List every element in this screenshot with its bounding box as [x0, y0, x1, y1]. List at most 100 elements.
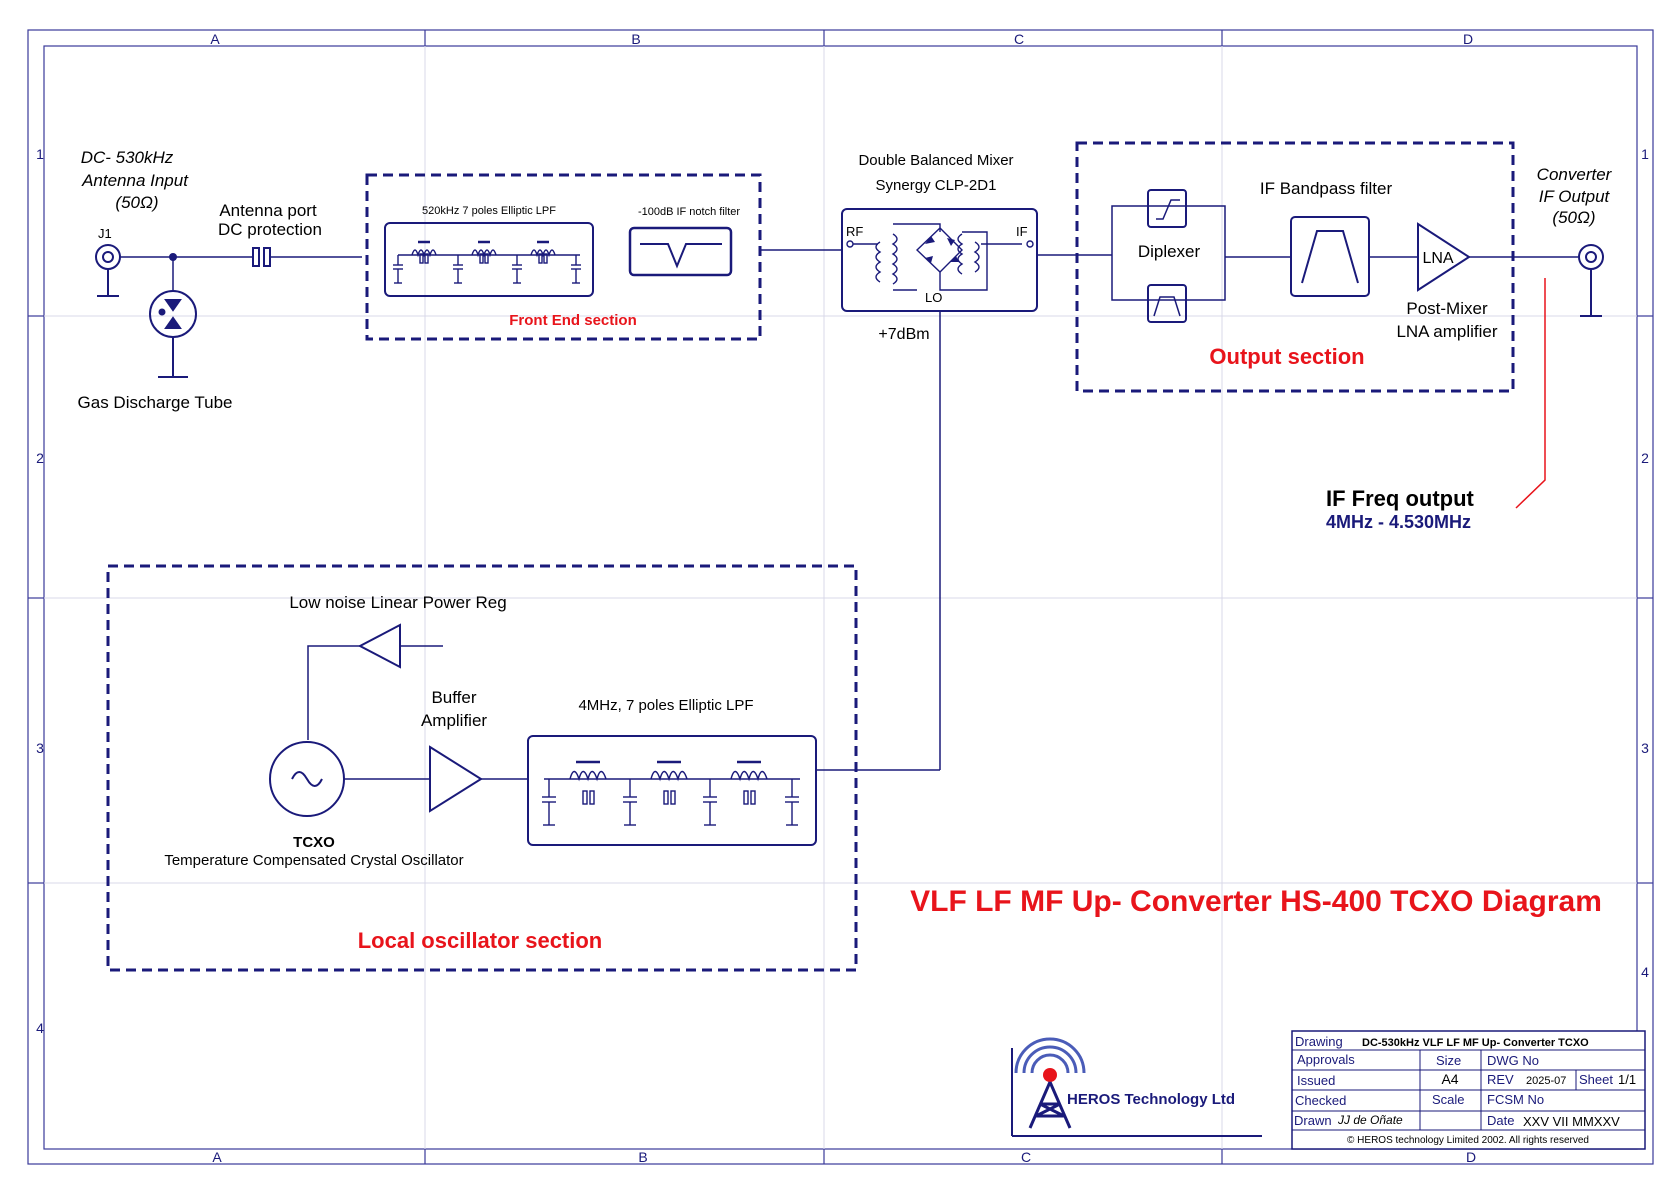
output-connector-icon [1578, 244, 1604, 317]
protection-line-1: Antenna port [219, 201, 317, 220]
if-freq-pointer-line [1515, 278, 1546, 509]
col-label-bottom-b: B [638, 1149, 647, 1165]
lo-feed-wire [816, 311, 941, 771]
dc-blocking-capacitor-icon [252, 247, 271, 267]
lna-description-line-1: Post-Mixer [1406, 299, 1488, 318]
tb-drawing-value: DC-530kHz VLF LF MF Up- Converter TCXO [1362, 1037, 1589, 1049]
heros-logo: HEROS Technology Ltd [1011, 1037, 1262, 1137]
sheet-border [27, 29, 1654, 1165]
row-label-right-3: 3 [1641, 740, 1649, 756]
row-label-left-1: 1 [36, 146, 44, 162]
input-signal-wiring [120, 256, 362, 291]
col-label-bottom-a: A [212, 1149, 222, 1165]
junction-dot [169, 253, 177, 261]
antenna-label-line-2: Antenna Input [81, 171, 189, 190]
logo-company-name: HEROS Technology Ltd [1067, 1091, 1235, 1108]
col-label-top-a: A [210, 31, 220, 47]
converter-output-line-3: (50Ω) [1552, 208, 1595, 227]
tb-copyright: © HEROS technology Limited 2002. All rig… [1347, 1135, 1589, 1146]
mixer-lo-port: LO [925, 290, 942, 305]
buffer-amplifier-icon [429, 745, 483, 813]
col-label-top-b: B [631, 31, 640, 47]
front-end-lpf-label: 520kHz 7 poles Elliptic LPF [422, 205, 556, 217]
lna-description-line-2: LNA amplifier [1396, 322, 1497, 341]
tb-size-label: Size [1436, 1053, 1461, 1068]
converter-output-line-2: IF Output [1539, 187, 1611, 206]
diplexer-block [1111, 189, 1226, 323]
protection-line-2: DC protection [218, 220, 322, 239]
tb-approvals: Approvals [1297, 1052, 1355, 1067]
input-connector-icon [95, 244, 121, 297]
title-block: Drawing Approvals Size DWG No Issued REV… [1291, 1030, 1646, 1150]
local-oscillator-section-frame [106, 564, 858, 972]
lna-label: LNA [1422, 250, 1453, 267]
power-regulator-icon [307, 623, 443, 740]
row-label-right-1: 1 [1641, 146, 1649, 162]
if-bandpass-filter-label: IF Bandpass filter [1260, 179, 1393, 198]
tb-scale-label: Scale [1432, 1092, 1465, 1107]
tb-rev-value: 2025-07 [1526, 1075, 1566, 1087]
tb-sheet-value: 1/1 [1618, 1072, 1636, 1087]
col-label-bottom-c: C [1021, 1149, 1031, 1165]
converter-output-line-1: Converter [1537, 165, 1613, 184]
col-label-bottom-d: D [1466, 1149, 1476, 1165]
row-label-left-3: 3 [36, 740, 44, 756]
lna-description: Post-Mixer LNA amplifier [1396, 299, 1497, 341]
gas-discharge-tube-icon [149, 290, 197, 378]
output-section-frame [1075, 141, 1515, 393]
tb-issued: Issued [1297, 1073, 1335, 1088]
row-label-right-2: 2 [1641, 450, 1649, 466]
notch-filter-block [628, 226, 733, 277]
col-label-top-c: C [1014, 31, 1024, 47]
mixer-label-line-2: Synergy CLP-2D1 [876, 177, 997, 194]
connector-ref-j1: J1 [98, 226, 112, 241]
if-freq-range: 4MHz - 4.530MHz [1326, 512, 1471, 532]
lo-lpf-block [527, 735, 817, 846]
front-end-section-frame [365, 173, 762, 341]
power-regulator-label: Low noise Linear Power Reg [289, 593, 506, 612]
antenna-input-label: DC- 530kHz Antenna Input (50Ω) [81, 148, 190, 212]
output-section-label: Output section [1209, 344, 1364, 369]
antenna-label-line-3: (50Ω) [115, 193, 158, 212]
tcxo-oscillator-icon [269, 741, 430, 817]
tcxo-description: Temperature Compensated Crystal Oscillat… [164, 852, 463, 869]
mixer-label-line-1: Double Balanced Mixer [858, 152, 1013, 169]
tb-rev-label: REV [1487, 1072, 1514, 1087]
tcxo-label: TCXO [293, 834, 335, 851]
mixer-rf-port: RF [846, 224, 863, 239]
converter-output-label: Converter IF Output (50Ω) [1537, 165, 1613, 227]
lna-amplifier-icon [1417, 222, 1471, 292]
row-label-right-4: 4 [1641, 964, 1649, 980]
notch-filter-label: -100dB IF notch filter [638, 206, 740, 218]
border-row-labels: 1 2 3 4 1 2 3 4 [36, 146, 1649, 1036]
row-label-left-2: 2 [36, 450, 44, 466]
mixer-label: Double Balanced Mixer Synergy CLP-2D1 [858, 152, 1013, 194]
lo-drive-level: +7dBm [878, 326, 929, 343]
tb-drawing-label: Drawing [1295, 1034, 1343, 1049]
if-freq-output-label: IF Freq output [1326, 486, 1475, 511]
diplexer-label: Diplexer [1138, 242, 1201, 261]
col-label-top-d: D [1463, 31, 1473, 47]
tb-drawn-value: JJ de Oñate [1337, 1113, 1403, 1127]
tb-date-label: Date [1487, 1113, 1514, 1128]
tb-date-value: XXV VII MMXXV [1523, 1114, 1620, 1129]
tb-checked: Checked [1295, 1093, 1346, 1108]
antenna-protection-label: Antenna port DC protection [218, 201, 322, 239]
row-label-left-4: 4 [36, 1020, 44, 1036]
tb-drawn: Drawn [1294, 1113, 1332, 1128]
diagram-title: VLF LF MF Up- Converter HS-400 TCXO Diag… [910, 885, 1602, 918]
tb-fcsm-no: FCSM No [1487, 1092, 1544, 1107]
local-oscillator-section-label: Local oscillator section [358, 928, 603, 953]
buffer-amplifier-label: Buffer Amplifier [421, 688, 487, 730]
buffer-label-line-1: Buffer [431, 688, 476, 707]
buffer-label-line-2: Amplifier [421, 711, 487, 730]
border-column-labels: A B C D A B C D [210, 31, 1476, 1165]
lo-lpf-label: 4MHz, 7 poles Elliptic LPF [578, 697, 753, 714]
mixer-if-port: IF [1016, 224, 1028, 239]
front-end-lpf-block [384, 222, 594, 297]
antenna-label-line-1: DC- 530kHz [81, 148, 174, 167]
front-end-section-label: Front End section [509, 312, 637, 329]
tb-size-value: A4 [1441, 1071, 1458, 1087]
tb-sheet-label: Sheet [1579, 1072, 1613, 1087]
